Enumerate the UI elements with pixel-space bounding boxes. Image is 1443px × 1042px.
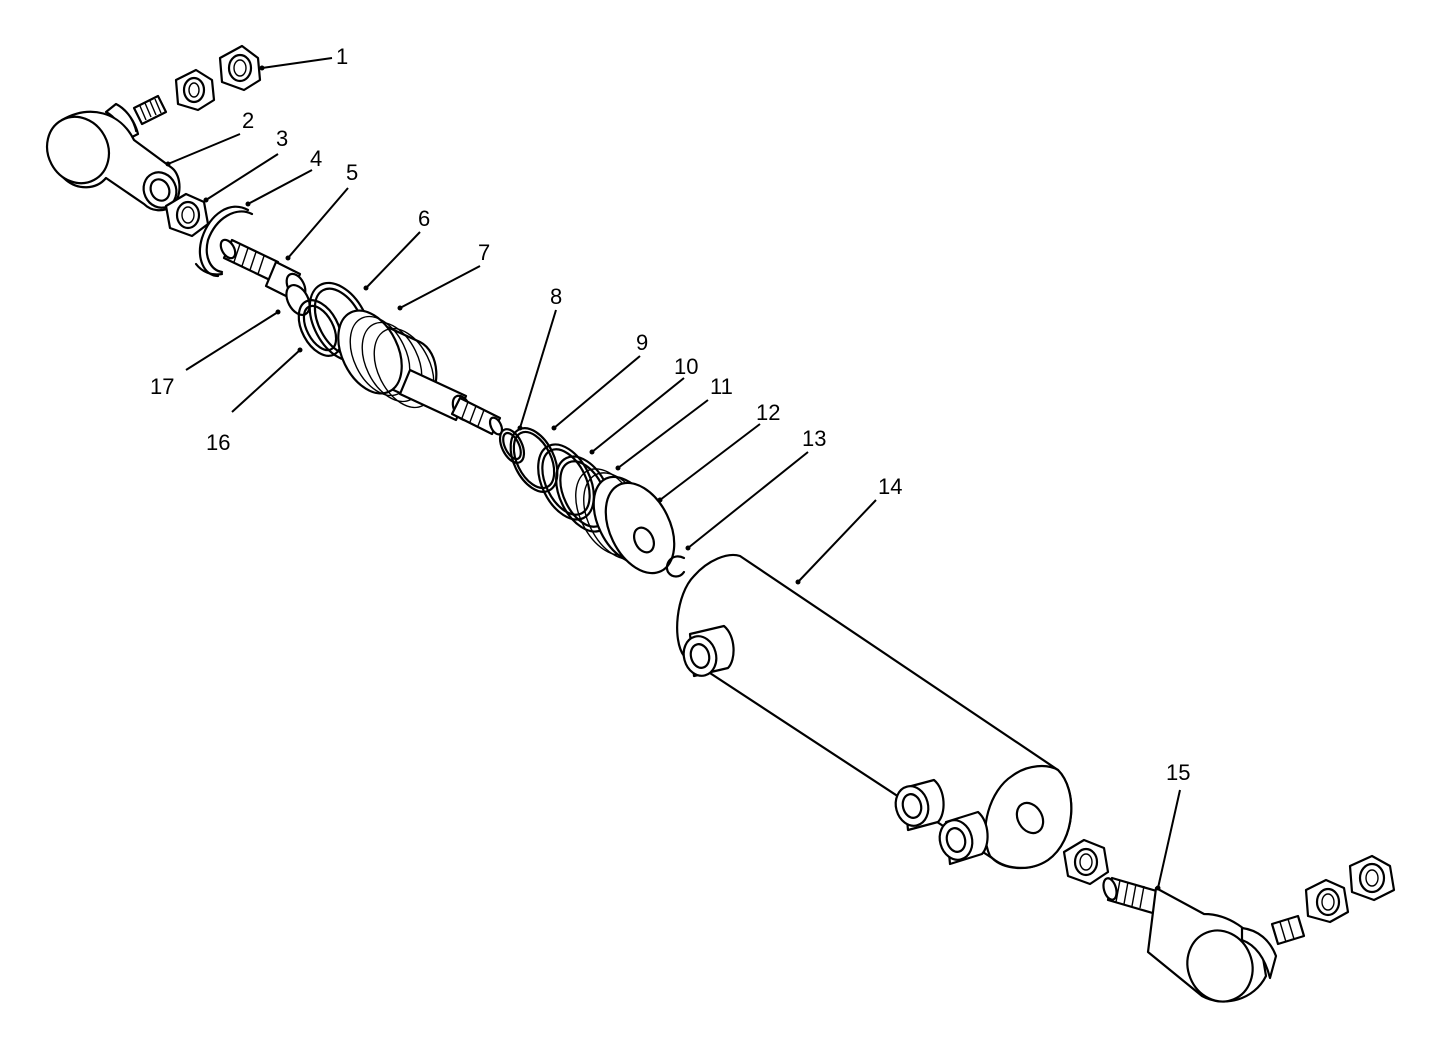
piston-rod [219, 238, 311, 316]
ball-joint-left [45, 94, 181, 212]
callout-11: 11 [710, 374, 733, 399]
hex-nut-right-a [1304, 878, 1350, 924]
hex-nut-right-b [1348, 854, 1396, 902]
hex-nut-item-1b [174, 68, 216, 112]
callout-1: 1 [336, 44, 348, 69]
callout-7: 7 [478, 240, 490, 265]
callout-10: 10 [674, 354, 698, 379]
callout-12: 12 [756, 400, 780, 425]
jam-nut-item-3 [164, 192, 210, 238]
snap-ring-item-4 [194, 205, 254, 278]
callout-9: 9 [636, 330, 648, 355]
hex-nut-item-1 [218, 44, 262, 92]
callout-2: 2 [242, 108, 254, 133]
callout-14: 14 [878, 474, 902, 499]
jam-nut-right [1062, 838, 1110, 886]
callout-6: 6 [418, 206, 430, 231]
ball-joint-right [1102, 876, 1306, 1003]
ring-item-10 [537, 443, 595, 521]
callout-17: 17 [150, 374, 174, 399]
callout-13: 13 [802, 426, 826, 451]
callout-3: 3 [276, 126, 288, 151]
callout-16: 16 [206, 430, 230, 455]
leader-lines [165, 57, 1181, 891]
piston-item-12 [575, 468, 676, 575]
o-ring-item-16 [297, 299, 343, 357]
rod-gland-item-7 [337, 309, 504, 436]
callout-4: 4 [310, 146, 322, 171]
callout-labels: 1 2 3 4 5 6 7 8 9 10 11 12 13 14 15 16 1… [150, 44, 1190, 785]
callout-15: 15 [1166, 760, 1190, 785]
o-ring-item-8 [498, 428, 526, 464]
callout-5: 5 [346, 160, 358, 185]
cylinder-barrel-item-14 [676, 553, 1073, 870]
retaining-clip-item-13 [665, 555, 686, 578]
callout-8: 8 [550, 284, 562, 309]
